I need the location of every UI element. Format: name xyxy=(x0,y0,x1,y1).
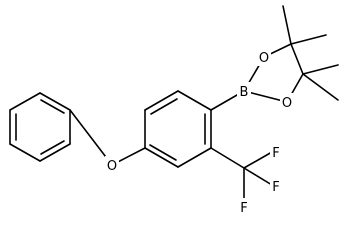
fluorine-3-label: F xyxy=(240,201,247,216)
fluorine-1-label: F xyxy=(272,146,279,161)
atom-label-background xyxy=(280,93,294,111)
bond xyxy=(150,98,178,115)
bond xyxy=(282,5,292,45)
bond xyxy=(290,34,327,45)
molecule-structure: B O O O F F F xyxy=(9,5,339,216)
bond xyxy=(149,144,177,161)
atom-label-background xyxy=(257,48,271,66)
ring-oxygen-top-label: O xyxy=(259,51,269,66)
bond xyxy=(177,147,212,168)
bond xyxy=(290,43,304,75)
bond xyxy=(177,90,212,111)
atom-label-background xyxy=(237,82,251,100)
ether-oxygen-label: O xyxy=(107,159,117,174)
bond xyxy=(39,143,71,162)
atom-label-background xyxy=(270,143,283,161)
atom-label-background xyxy=(270,177,283,195)
boron-atom-label: B xyxy=(240,85,249,100)
bond xyxy=(39,92,71,111)
bond xyxy=(243,90,288,103)
bond xyxy=(210,147,245,169)
bond xyxy=(144,90,179,111)
bonds xyxy=(9,5,339,202)
fluorine-2-label: F xyxy=(272,180,279,195)
bond xyxy=(243,167,273,186)
structure-canvas: B O O O F F F xyxy=(9,5,339,216)
bond xyxy=(40,99,65,114)
bond xyxy=(9,143,41,162)
atom-label-background xyxy=(238,198,251,216)
bond xyxy=(302,73,339,101)
bond xyxy=(40,140,65,155)
atom-label-background xyxy=(105,156,119,174)
bond xyxy=(69,109,113,166)
atom-labels: B O O O F F F xyxy=(105,48,294,216)
ring-oxygen-bottom-label: O xyxy=(282,96,292,111)
bond xyxy=(9,92,41,111)
bond xyxy=(302,64,339,75)
bond xyxy=(144,147,179,168)
bond xyxy=(243,151,273,169)
